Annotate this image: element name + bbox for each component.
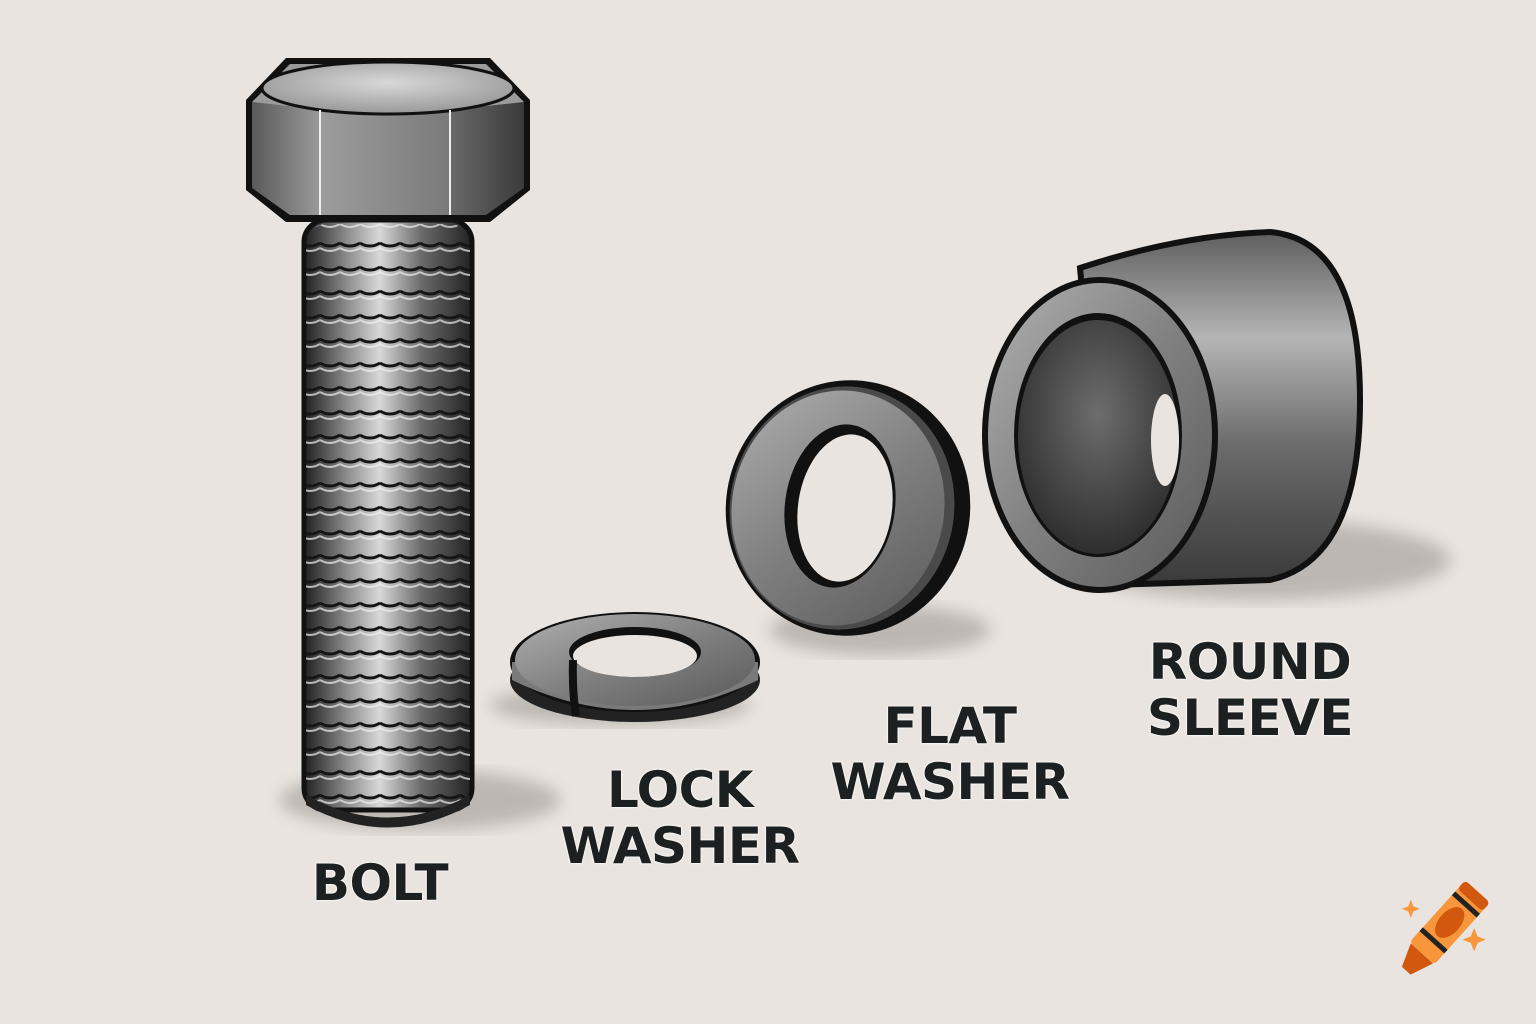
label-bolt: BOLT — [290, 855, 470, 911]
flat-washer-illustration — [725, 380, 971, 636]
crayon-logo — [1380, 868, 1505, 993]
label-bolt-line-1: BOLT — [311, 854, 449, 912]
label-round-sleeve-line-1: ROUND — [1148, 633, 1352, 691]
label-lock-washer-line-2: WASHER — [560, 817, 800, 875]
label-flat-washer: FLAT WASHER — [825, 698, 1075, 810]
label-lock-washer: LOCK WASHER — [555, 762, 805, 874]
sparkle-icon — [1462, 928, 1486, 952]
label-flat-washer-line-1: FLAT — [883, 697, 1017, 755]
label-round-sleeve: ROUND SLEEVE — [1130, 634, 1370, 746]
sparkle-icon — [1401, 899, 1420, 918]
label-flat-washer-line-2: WASHER — [830, 753, 1070, 811]
label-round-sleeve-line-2: SLEEVE — [1146, 689, 1354, 747]
crayon-icon — [1401, 882, 1489, 975]
round-sleeve-illustration — [982, 228, 1364, 593]
lock-washer-illustration — [510, 612, 760, 722]
bolt-illustration — [246, 58, 530, 828]
label-lock-washer-line-1: LOCK — [606, 761, 754, 819]
